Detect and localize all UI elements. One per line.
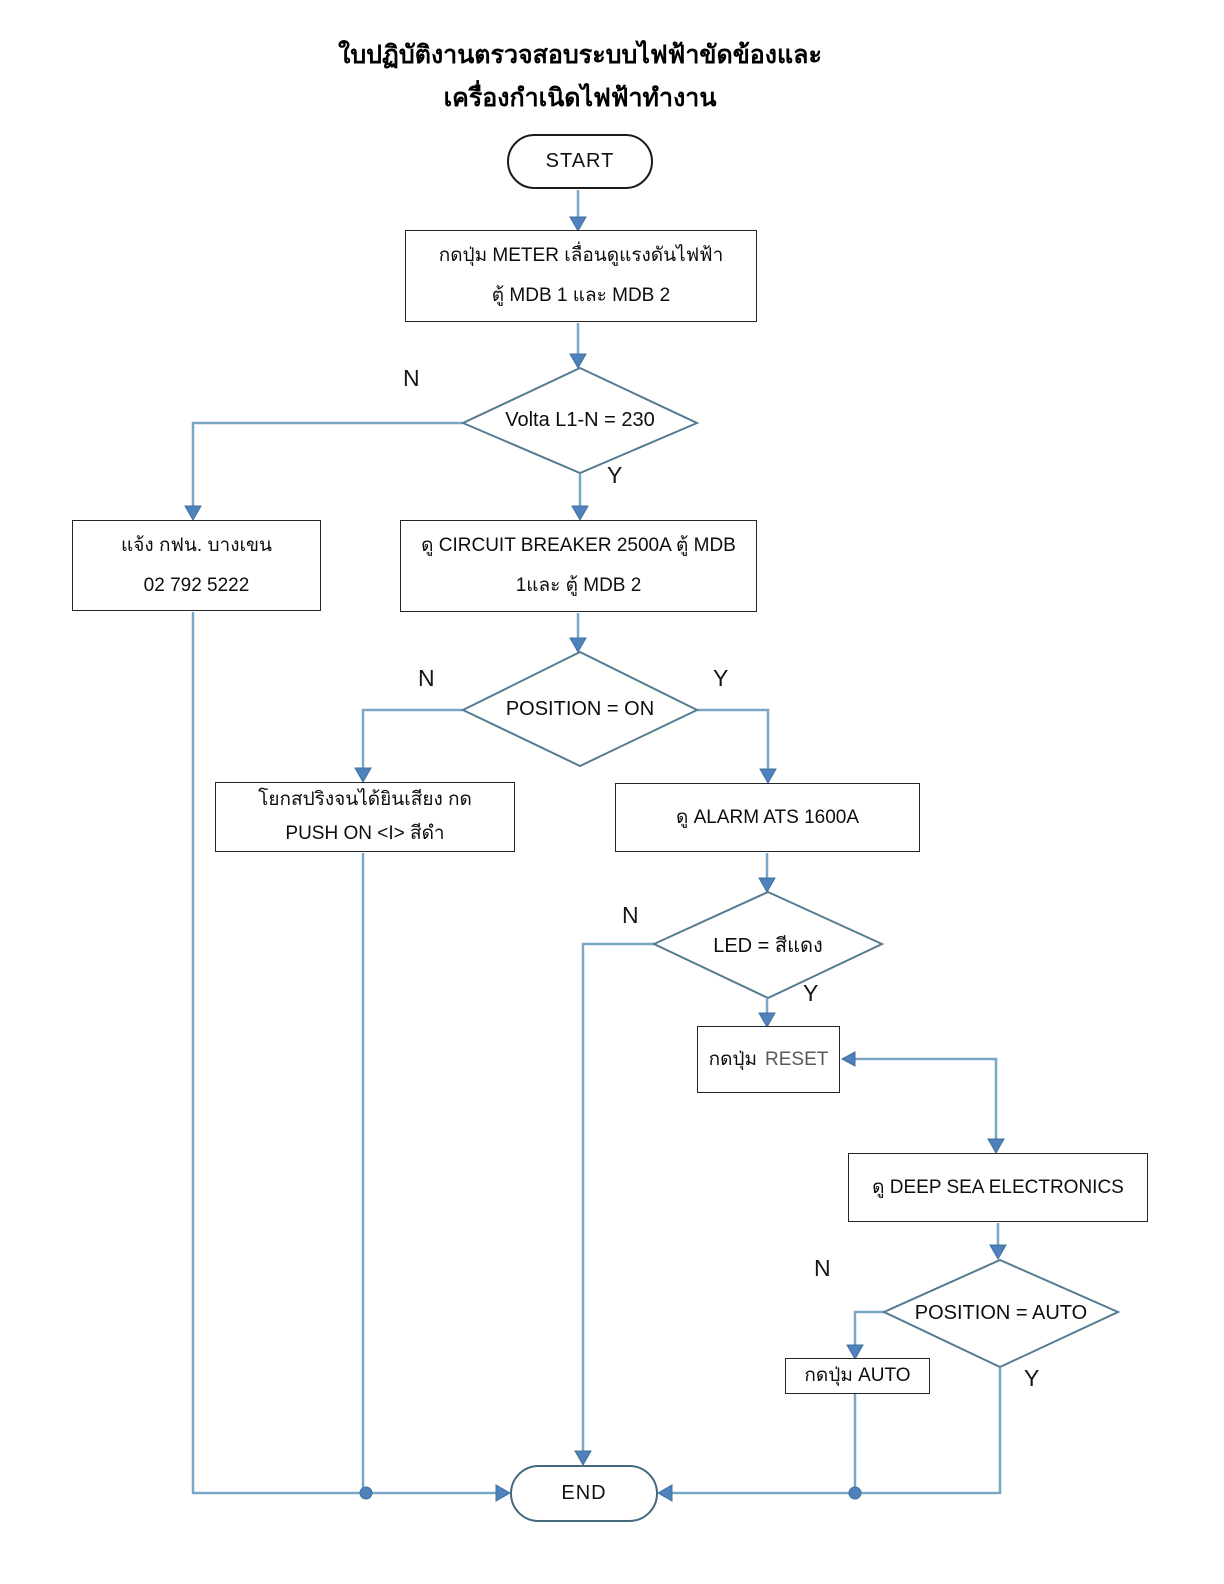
branch-volta-y: Y	[607, 462, 623, 488]
connector-position-on-n-to-spring	[361, 708, 463, 775]
arrowhead-into-end-top	[574, 1450, 592, 1467]
connector-led-n-to-end	[581, 942, 654, 1458]
process-check-deepsea: ดู DEEP SEA ELECTRONICS	[848, 1153, 1148, 1222]
process-check-alarm-ats: ดู ALARM ATS 1600A	[615, 783, 920, 852]
arrowhead-into-meter	[569, 216, 587, 233]
connector-notify-to-end	[191, 612, 503, 1495]
arrowhead-into-auto	[846, 1344, 864, 1361]
process-press-reset-suffix: RESET	[765, 1048, 829, 1070]
arrowhead-into-position-on	[569, 637, 587, 654]
arrowhead-into-notify	[184, 505, 202, 522]
process-check-breaker: ดู CIRCUIT BREAKER 2500A ตู้ MDB 1และ ตู…	[400, 520, 757, 612]
arrowhead-into-spring	[354, 767, 372, 784]
decision-volta-diamond	[460, 366, 700, 475]
process-spring-push-on-line2: PUSH ON <I> สีดำ	[285, 823, 445, 844]
arrowhead-into-alarm	[759, 768, 777, 785]
end-label: END	[561, 1482, 607, 1504]
connector-position-auto-n-to-auto	[853, 1310, 884, 1352]
branch-volta-n: N	[403, 365, 420, 391]
process-notify-mea-line2: 02 792 5222	[143, 574, 250, 596]
page-title-line1: ใบปฏิบัติงานตรวจสอบระบบไฟฟ้าขัดข้องและ	[338, 41, 822, 69]
branch-led-n: N	[622, 902, 639, 928]
page-title-line2: เครื่องกำเนิดไฟฟ้าทำงาน	[443, 84, 717, 112]
connector-volta-n-to-notify	[191, 421, 463, 513]
arrowhead-into-reset-side	[840, 1051, 856, 1067]
connector-reset-to-deepsea	[848, 1057, 998, 1146]
start-label: START	[545, 150, 615, 172]
process-press-meter-line2: ตู้ MDB 1 และ MDB 2	[491, 285, 671, 306]
branch-position-on-n: N	[418, 665, 435, 691]
process-notify-mea-line1: แจ้ง กฟน. บางเขน	[121, 534, 272, 556]
connector-position-auto-y-to-end	[665, 1368, 1002, 1495]
process-notify-mea: แจ้ง กฟน. บางเขน 02 792 5222	[72, 520, 321, 611]
process-check-breaker-line1: ดู CIRCUIT BREAKER 2500A ตู้ MDB	[421, 535, 736, 556]
end-node: END	[510, 1465, 658, 1522]
connector-position-on-y-to-alarm	[697, 708, 770, 776]
process-press-meter: กดปุ่ม METER เลื่อนดูแรงดันไฟฟ้า ตู้ MDB…	[405, 230, 757, 322]
process-press-reset-prefix: กดปุ่ม	[708, 1048, 758, 1070]
branch-position-auto-n: N	[814, 1255, 831, 1281]
branch-position-on-y: Y	[713, 665, 729, 691]
page-title: ใบปฏิบัติงานตรวจสอบระบบไฟฟ้าขัดข้องและ เ…	[200, 34, 960, 120]
process-press-meter-line1: กดปุ่ม METER เลื่อนดูแรงดันไฟฟ้า	[438, 245, 724, 266]
branch-led-y: Y	[803, 980, 819, 1006]
process-press-reset: กดปุ่ม RESET	[697, 1026, 840, 1093]
process-spring-push-on: โยกสปริงจนได้ยินเสียง กด PUSH ON <I> สีด…	[215, 782, 515, 852]
start-node: START	[507, 134, 653, 189]
decision-position-auto-diamond	[881, 1258, 1121, 1369]
arrowhead-into-end-right	[656, 1484, 673, 1502]
junction-dot-auto	[848, 1486, 862, 1500]
arrowhead-into-led	[758, 877, 776, 894]
arrowhead-into-deepsea	[987, 1138, 1005, 1155]
decision-led-diamond	[651, 890, 885, 1000]
decision-position-on-diamond	[460, 650, 700, 768]
branch-position-auto-y: Y	[1024, 1365, 1040, 1391]
process-press-auto-label: กดปุ่ม AUTO	[804, 1365, 911, 1386]
process-press-auto: กดปุ่ม AUTO	[785, 1358, 930, 1394]
junction-dot-spring	[359, 1486, 373, 1500]
arrowhead-into-reset	[758, 1012, 776, 1029]
arrowhead-into-position-auto	[989, 1244, 1007, 1261]
process-spring-push-on-line1: โยกสปริงจนได้ยินเสียง กด	[258, 789, 472, 810]
process-check-breaker-line2: 1และ ตู้ MDB 2	[515, 575, 642, 596]
arrowhead-into-volta	[569, 353, 587, 370]
process-check-alarm-ats-label: ดู ALARM ATS 1600A	[675, 806, 860, 828]
arrowhead-into-breaker	[571, 505, 589, 522]
arrowhead-into-end-left	[495, 1484, 512, 1502]
process-check-deepsea-label: ดู DEEP SEA ELECTRONICS	[872, 1176, 1124, 1198]
